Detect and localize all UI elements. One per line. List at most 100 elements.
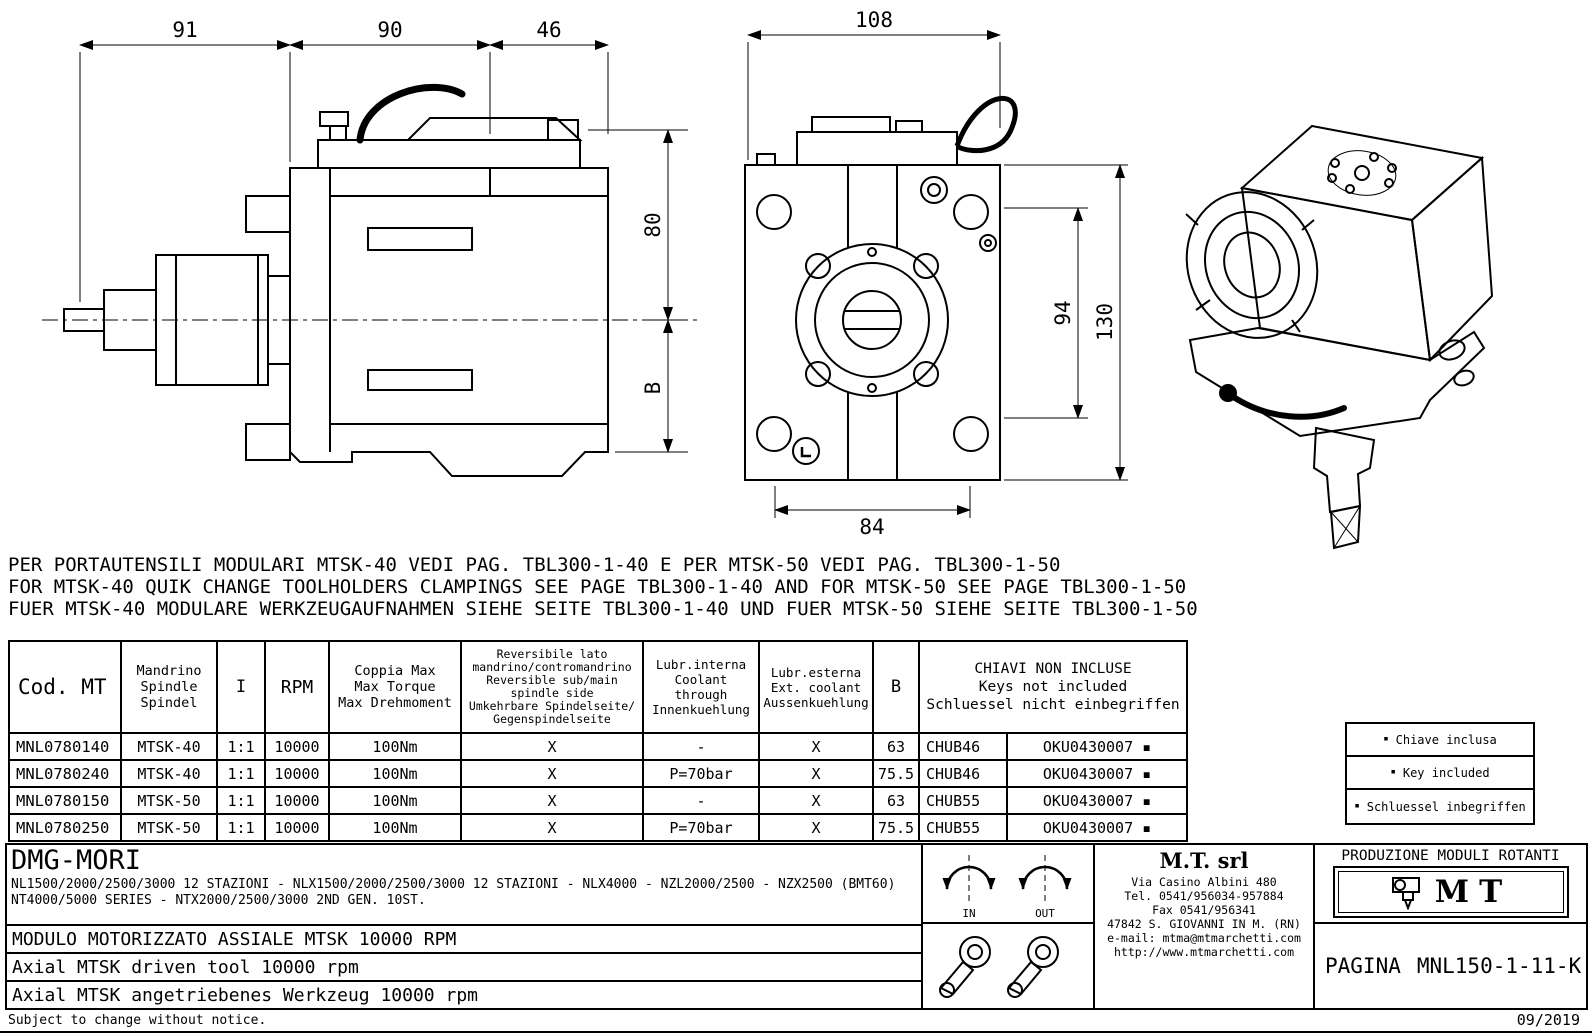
table-row: MNL0780240 MTSK-40 1:1 10000 100Nm X P=7…: [8, 759, 1188, 788]
cell-reversible: X: [460, 732, 644, 761]
wrench-icon: [1007, 936, 1059, 998]
square-bullet-icon: ▪: [1354, 801, 1360, 811]
cell-key-1: CHUB46: [918, 732, 1008, 761]
manufacturer-block: M.T. srl Via Casino Albini 480 Tel. 0541…: [1095, 845, 1315, 1008]
company-website: http://www.mtmarchetti.com: [1113, 945, 1294, 959]
cell-rpm: 10000: [264, 732, 330, 761]
note-line-english: FOR MTSK-40 QUIK CHANGE TOOLHOLDERS CLAM…: [8, 576, 1187, 598]
cell-torque: 100Nm: [328, 813, 462, 842]
machine-list-line-1: NL1500/2000/2500/3000 12 STAZIONI - NLX1…: [11, 877, 896, 892]
cell-rpm: 10000: [264, 786, 330, 815]
production-label: PRODUZIONE MODULI ROTANTI: [1341, 848, 1560, 864]
revision-date: 09/2019: [1516, 1011, 1580, 1029]
dim-label-91: 91: [172, 18, 197, 42]
cell-reversible: X: [460, 759, 644, 788]
isometric-view: [1185, 124, 1494, 550]
cell-key-2: OKU0430007 ▪: [1006, 732, 1188, 761]
legend-item: ▪ Schluessel inbegriffen: [1347, 790, 1533, 823]
mt-logo-text: MT: [1434, 874, 1513, 910]
title-block-right: PRODUZIONE MODULI ROTANTI MT PAGINA MNL1…: [1315, 845, 1586, 1008]
machine-list-line-2: NT4000/5000 SERIES - NTX2000/2500/3000 2…: [11, 893, 426, 908]
cell-internal-coolant: -: [642, 786, 760, 815]
legend-item: ▪ Key included: [1347, 757, 1533, 790]
col-header-cod-mt: Cod. MT: [8, 640, 122, 734]
cell-code: MNL0780240: [8, 759, 122, 788]
cell-internal-coolant: -: [642, 732, 760, 761]
in-label: IN: [962, 907, 975, 920]
front-view: 108 84 94 130: [744, 8, 1128, 539]
description-german: Axial MTSK angetriebenes Werkzeug 10000 …: [7, 980, 921, 1008]
cell-reversible: X: [460, 786, 644, 815]
cell-b: 63: [872, 732, 920, 761]
cell-key-1: CHUB55: [918, 813, 1008, 842]
col-header-rpm: RPM: [264, 640, 330, 734]
cell-reversible: X: [460, 813, 644, 842]
title-block: DMG-MORI NL1500/2000/2500/3000 12 STAZIO…: [5, 843, 1588, 1010]
disclaimer-note: Subject to change without notice.: [8, 1013, 267, 1028]
cable: [356, 83, 466, 144]
cell-spindle: MTSK-40: [120, 759, 218, 788]
company-address: Via Casino Albini 480: [1131, 875, 1277, 889]
wrench-icon: [939, 936, 991, 998]
cell-b: 75.5: [872, 759, 920, 788]
legend-label: Schluessel inbegriffen: [1366, 799, 1526, 814]
rotation-direction-icons: IN OUT: [942, 855, 1072, 920]
col-header-b: B: [872, 640, 920, 734]
cell-b: 63: [872, 786, 920, 815]
cell-torque: 100Nm: [328, 759, 462, 788]
cell-key-2: OKU0430007 ▪: [1006, 813, 1188, 842]
dim-label-B: B: [641, 382, 665, 395]
table-row: MNL0780250 MTSK-50 1:1 10000 100Nm X P=7…: [8, 813, 1188, 842]
legend-label: Key included: [1402, 765, 1490, 780]
front-view-dimension-lines: [747, 30, 1128, 518]
key-tools-icons: [939, 936, 1059, 998]
title-block-left: DMG-MORI NL1500/2000/2500/3000 12 STAZIO…: [7, 845, 923, 1008]
dim-label-90: 90: [377, 18, 402, 42]
table-header-row: Cod. MT Mandrino Spindle Spindel I RPM C…: [8, 640, 1188, 734]
cell-rpm: 10000: [264, 813, 330, 842]
col-header-reversible: Reversibile lato mandrino/contromandrino…: [460, 640, 644, 734]
front-view-dim-labels: 108 84 94 130: [855, 8, 1117, 539]
cell-external-coolant: X: [758, 786, 874, 815]
dim-label-108: 108: [855, 8, 893, 32]
company-name: M.T. srl: [1159, 848, 1249, 873]
cell-key-1: CHUB55: [918, 786, 1008, 815]
cell-key-2: OKU0430007 ▪: [1006, 759, 1188, 788]
reference-notes: PER PORTAUTENSILI MODULARI MTSK-40 VEDI …: [8, 554, 1198, 620]
clamp-lever: [1229, 393, 1347, 420]
side-view-dimension-lines: [79, 40, 688, 453]
col-header-internal-coolant: Lubr.interna Coolant through Innenkuehlu…: [642, 640, 760, 734]
mt-logo-tool-icon: [1391, 877, 1420, 910]
dim-label-80: 80: [641, 212, 665, 237]
page-label: PAGINA: [1325, 954, 1401, 978]
out-label: OUT: [1035, 907, 1055, 920]
dim-label-94: 94: [1051, 300, 1075, 325]
col-header-spindle: Mandrino Spindle Spindel: [120, 640, 218, 734]
dim-label-84: 84: [859, 515, 884, 539]
note-line-italian: PER PORTAUTENSILI MODULARI MTSK-40 VEDI …: [8, 554, 1061, 576]
side-view-dim-labels: 91 90 46 80 B: [172, 18, 665, 394]
table-row: MNL0780150 MTSK-50 1:1 10000 100Nm X - X…: [8, 786, 1188, 815]
company-fax: Fax 0541/956341: [1152, 903, 1256, 917]
cell-code: MNL0780250: [8, 813, 122, 842]
company-city: 47842 S. GIOVANNI IN M. (RN): [1107, 917, 1301, 931]
cell-spindle: MTSK-50: [120, 786, 218, 815]
cell-ratio: 1:1: [216, 786, 266, 815]
cell-torque: 100Nm: [328, 786, 462, 815]
dim-label-130: 130: [1093, 303, 1117, 341]
col-header-max-torque: Coppia Max Max Torque Max Drehmoment: [328, 640, 462, 734]
table-row: MNL0780140 MTSK-40 1:1 10000 100Nm X - X…: [8, 732, 1188, 761]
square-bullet-icon: ▪: [1383, 734, 1389, 744]
rotation-icons-panel: IN OUT: [923, 845, 1095, 1008]
company-phone: Tel. 0541/956034-957884: [1124, 889, 1284, 903]
col-header-ratio: I: [216, 640, 266, 734]
keys-legend: ▪ Chiave inclusa ▪ Key included ▪ Schlue…: [1345, 722, 1535, 825]
cell-external-coolant: X: [758, 759, 874, 788]
cell-internal-coolant: P=70bar: [642, 759, 760, 788]
side-view: 91 90 46 80 B: [42, 18, 700, 477]
col-header-keys: CHIAVI NON INCLUSE Keys not included Sch…: [918, 640, 1188, 734]
cell-external-coolant: X: [758, 732, 874, 761]
cell-key-1: CHUB46: [918, 759, 1008, 788]
cell-ratio: 1:1: [216, 813, 266, 842]
